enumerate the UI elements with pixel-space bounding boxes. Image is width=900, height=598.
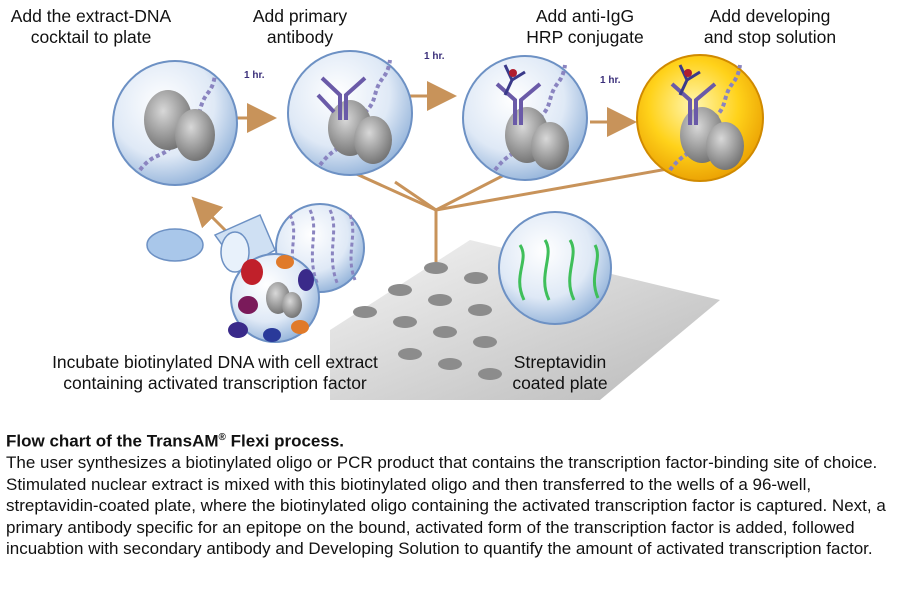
plate-line1: Streptavidin — [513, 352, 607, 372]
bubble-step-1 — [112, 60, 238, 186]
bubble-step-3 — [462, 55, 588, 181]
process-diagram: Add the extract-DNA cocktail to plate Ad… — [6, 6, 845, 400]
extract-bubble — [228, 253, 320, 343]
incubate-line1: Incubate biotinylated DNA with cell extr… — [52, 352, 378, 372]
figure-caption: Flow chart of the TransAM® Flexi process… — [6, 427, 898, 560]
connector-lines — [191, 160, 691, 262]
step-1-line1: Add the extract-DNA — [10, 6, 172, 26]
microplate — [330, 240, 720, 400]
step-3-line1: Add anti-IgG — [535, 6, 635, 26]
step-4-line1: Add developing — [709, 6, 831, 26]
time-label-3: 1 hr. — [600, 75, 621, 86]
step-2-line2: antibody — [266, 27, 334, 47]
bubble-step-2 — [287, 50, 413, 176]
step-1-label: Add the extract-DNA cocktail to plate — [6, 6, 176, 48]
step-2-line1: Add primary — [252, 6, 348, 26]
time-label-1: 1 hr. — [244, 70, 265, 81]
caption-body: The user synthesizes a biotinylated olig… — [6, 453, 886, 559]
caption-title-text: Flow chart of the TransAM — [6, 431, 219, 451]
registered-mark: ® — [218, 432, 226, 443]
step-2-label: Add primary antibody — [230, 6, 370, 48]
caption-title-end: Flexi process. — [225, 431, 345, 451]
step-4-line2: and stop solution — [703, 27, 837, 47]
step-3-label: Add anti-IgG HRP conjugate — [515, 6, 655, 48]
step-4-label: Add developing and stop solution — [695, 6, 845, 48]
caption-title: Flow chart of the TransAM® Flexi process… — [6, 427, 898, 452]
bubble-step-4 — [636, 54, 764, 182]
step-1-line2: cocktail to plate — [30, 27, 152, 47]
plate-line2: coated plate — [512, 373, 608, 393]
step-3-line2: HRP conjugate — [526, 27, 644, 47]
time-label-2: 1 hr. — [424, 51, 445, 62]
incubate-line2: containing activated transcription facto… — [63, 373, 367, 393]
incubate-label: Incubate biotinylated DNA with cell extr… — [20, 352, 410, 394]
diagram-graphics — [112, 50, 764, 400]
streptavidin-bubble — [498, 211, 612, 325]
plate-label: Streptavidin coated plate — [500, 352, 620, 394]
